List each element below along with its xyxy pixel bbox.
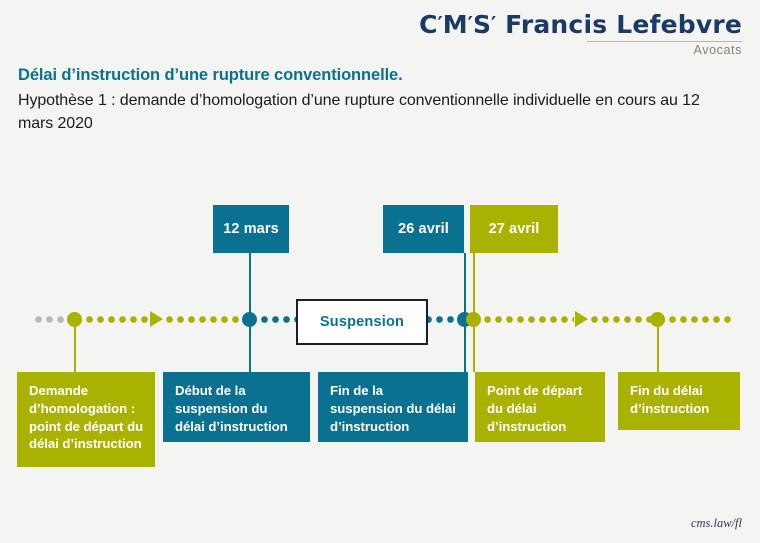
suspension-label: Suspension xyxy=(319,314,405,330)
axis-segment-suspension-in xyxy=(261,316,296,323)
axis-segment-lead-in xyxy=(35,316,70,323)
brand-logo-letter-m: M xyxy=(442,10,468,39)
axis-arrow-2 xyxy=(575,311,588,327)
event-card-fin-suspension[interactable]: Fin de la suspension du délai d’instruct… xyxy=(318,372,468,442)
footer-source: cms.law/fl xyxy=(690,516,742,530)
axis-arrow-1 xyxy=(150,311,163,327)
event-card-label: Fin de la suspension du délai d’instruct… xyxy=(330,383,456,434)
axis-segment-2 xyxy=(166,316,244,323)
brand-logo-tagline: Avocats xyxy=(693,43,742,58)
axis-segment-3 xyxy=(484,316,574,323)
axis-node-2[interactable] xyxy=(242,312,257,327)
axis-node-4[interactable] xyxy=(466,312,481,327)
event-card-label: Fin du délai d’instruction xyxy=(630,383,710,416)
axis-node-1[interactable] xyxy=(67,312,82,327)
event-card-label: Point de départ du délai d’instruction xyxy=(487,383,583,434)
axis-node-5[interactable] xyxy=(650,312,665,327)
connector-date-1 xyxy=(249,253,251,321)
axis-segment-suspension-out xyxy=(425,316,458,323)
brand-logo-slash-1: ′ xyxy=(437,12,443,36)
timeline-axis xyxy=(0,311,760,327)
brand-logo-slash-2: ′ xyxy=(467,12,473,36)
event-card-debut-suspension[interactable]: Début de la suspension du délai d’instru… xyxy=(163,372,310,442)
date-chip-label: 27 avril xyxy=(488,221,540,237)
page-title: Délai d’instruction d’une rupture conven… xyxy=(18,66,403,84)
event-card-label: Début de la suspension du délai d’instru… xyxy=(175,383,288,434)
event-card-point-depart-delai[interactable]: Point de départ du délai d’instruction xyxy=(475,372,605,442)
brand-logo-letter-s: S xyxy=(472,10,491,39)
connector-event-2 xyxy=(249,322,251,372)
event-card-demande-homologation[interactable]: Demande d’homologation : point de départ… xyxy=(17,372,155,467)
brand-logo-divider xyxy=(587,41,742,43)
suspension-box[interactable]: Suspension xyxy=(296,299,428,345)
brand-logo-letter-c: C xyxy=(419,10,438,39)
brand-logo-slash-3: ′ xyxy=(490,12,497,36)
brand-logo-firm-name: Francis Lefebvre xyxy=(505,10,742,39)
page-subtitle: Hypothèse 1 : demande d’homologation d’u… xyxy=(18,92,700,132)
axis-segment-1 xyxy=(86,316,149,323)
connector-event-5 xyxy=(657,322,659,372)
date-chip-26-avril[interactable]: 26 avril xyxy=(383,205,464,253)
axis-segment-tail xyxy=(669,316,731,323)
date-chip-label: 12 mars xyxy=(223,221,279,237)
connector-event-1 xyxy=(74,322,76,372)
event-card-fin-delai[interactable]: Fin du délai d’instruction xyxy=(618,372,740,430)
brand-logo-cms: C′M′S′ xyxy=(419,10,496,39)
date-chip-27-avril[interactable]: 27 avril xyxy=(470,205,558,253)
date-chip-label: 26 avril xyxy=(398,221,449,237)
event-card-label: Demande d’homologation : point de départ… xyxy=(29,383,144,452)
brand-logo: C′M′S′ Francis Lefebvre Avocats xyxy=(419,10,742,58)
axis-segment-4 xyxy=(591,316,651,323)
date-chip-12-mars[interactable]: 12 mars xyxy=(213,205,289,253)
brand-logo-wordmark: C′M′S′ Francis Lefebvre xyxy=(419,10,742,39)
